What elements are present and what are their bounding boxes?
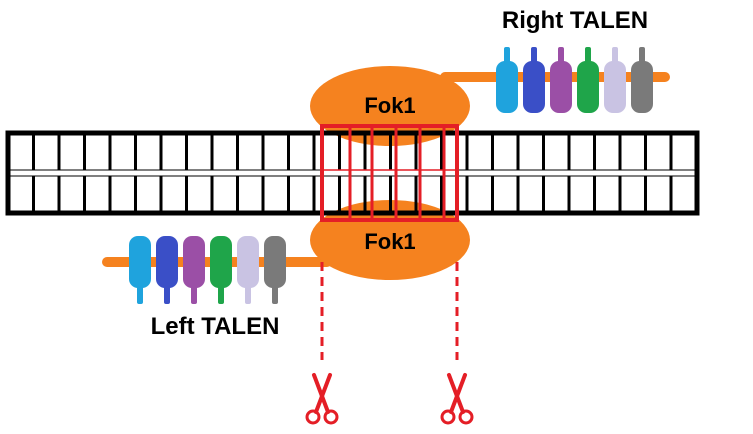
tal-repeat: [604, 61, 626, 113]
left-talen-label: Left TALEN: [151, 313, 280, 340]
tal-repeat-stem: [164, 286, 170, 304]
dna-strand-frame: [5, 130, 700, 216]
tal-repeat-stem: [639, 47, 645, 65]
tal-repeat: [129, 236, 151, 288]
tal-repeat: [183, 236, 205, 288]
tal-repeat-stem: [504, 47, 510, 65]
fok1-top-label: Fok1: [364, 93, 415, 118]
tal-repeat: [496, 61, 518, 113]
cleavage-box: [320, 124, 459, 222]
tal-repeat: [523, 61, 545, 113]
tal-repeat: [156, 236, 178, 288]
tal-repeat-stem: [612, 47, 618, 65]
right-talen-repeats: [496, 47, 653, 113]
tal-repeat: [210, 236, 232, 288]
tal-repeat: [577, 61, 599, 113]
tal-repeat-stem: [218, 286, 224, 304]
tal-repeat: [237, 236, 259, 288]
tal-repeat-stem: [272, 286, 278, 304]
tal-repeat: [631, 61, 653, 113]
left-talen-repeats: [129, 236, 286, 304]
tal-repeat: [550, 61, 572, 113]
dna-double-helix: [5, 130, 700, 216]
tal-repeat-stem: [558, 47, 564, 65]
cleavage-region: [320, 124, 459, 222]
tal-repeat-stem: [531, 47, 537, 65]
right-talen-label: Right TALEN: [502, 7, 648, 34]
tal-repeat-stem: [191, 286, 197, 304]
scissors-icon: [440, 373, 474, 425]
tal-repeat-stem: [245, 286, 251, 304]
tal-repeat-stem: [137, 286, 143, 304]
scissors-icon: [305, 373, 339, 425]
fok1-bottom-label: Fok1: [364, 229, 415, 254]
tal-repeat: [264, 236, 286, 288]
tal-repeat-stem: [585, 47, 591, 65]
